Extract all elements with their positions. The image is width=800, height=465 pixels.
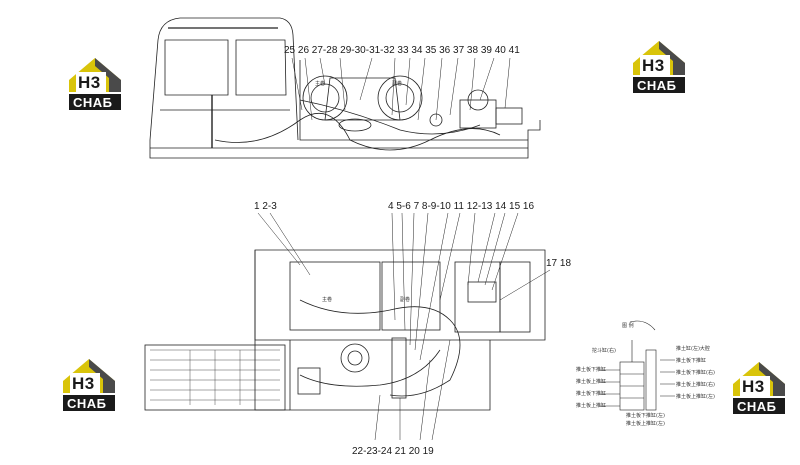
main-frame xyxy=(149,120,541,159)
detail-left-label-3: 推土板下推缸 xyxy=(576,391,607,397)
detail-right-label-4: 推土板上推缸(左) xyxy=(676,394,715,400)
deck-line xyxy=(299,60,528,141)
logo-caption: СНАБ xyxy=(73,95,113,110)
detail-right-label-3: 推土板上推缸(右) xyxy=(676,382,715,388)
engine-plan xyxy=(454,261,501,333)
detail-right-label-5: 推土板下推缸(左) xyxy=(626,413,665,419)
tank-right xyxy=(381,261,441,331)
hose-run-plan-2 xyxy=(299,349,441,387)
logo-mark-icon xyxy=(63,359,115,411)
slew-ring xyxy=(340,343,370,373)
slew-ring-inner xyxy=(347,350,363,366)
detail-right-label-0: 推土缸(左)大腔 xyxy=(676,346,710,352)
callout-plan-bottom: 22-23-24 21 20 19 xyxy=(352,446,434,457)
cab-window-left xyxy=(164,39,229,96)
logo-mark-icon xyxy=(733,362,785,414)
engine-block xyxy=(459,99,497,129)
detail-right-label-2: 推土板下推缸(右) xyxy=(676,370,715,376)
logo-top-right: H3 СНАБ xyxy=(628,35,690,97)
callout-plan-left: 1 2-3 xyxy=(254,201,277,212)
detail-right-label-6: 推土板上推缸(左) xyxy=(626,421,665,427)
cab-plan xyxy=(144,344,286,411)
hose-run-side-2 xyxy=(299,99,481,135)
tank-mark-left: 主卷 xyxy=(322,297,333,303)
detail-left-label-4: 推土板上推缸 xyxy=(576,403,607,409)
logo-letters: H3 xyxy=(742,377,765,396)
detail-diagram xyxy=(600,320,675,411)
detail-curve xyxy=(629,320,656,331)
pump-housing xyxy=(467,89,489,111)
cab-outline xyxy=(149,17,299,141)
detail-left-label-2: 推土板上推缸 xyxy=(576,379,607,385)
pulley xyxy=(429,113,443,127)
tank-left xyxy=(289,261,381,331)
valve-block xyxy=(391,337,407,399)
logo-top-left: H3 СНАБ xyxy=(64,52,126,114)
detail-manifold xyxy=(645,349,657,411)
logo-letters: H3 xyxy=(78,73,101,92)
lower-frame xyxy=(289,340,491,411)
pump-plan xyxy=(467,281,497,303)
detail-right-label-1: 推土板下推缸 xyxy=(676,358,707,364)
tank-mark-right: 副卷 xyxy=(400,297,411,303)
control-block xyxy=(297,367,321,395)
tank xyxy=(495,107,523,125)
drum-base xyxy=(338,118,372,132)
logo-bottom-left: H3 СНАБ xyxy=(58,353,120,415)
side-elevation xyxy=(149,17,541,159)
logo-letters: H3 xyxy=(72,374,95,393)
cab-plan-grid-v xyxy=(189,350,241,405)
callout-plan-right: 17 18 xyxy=(546,258,572,269)
logo-caption: СНАБ xyxy=(737,399,777,414)
hose-run-side xyxy=(214,112,501,151)
drum-frame xyxy=(324,77,401,121)
logo-letters: H3 xyxy=(642,56,665,75)
plan-view xyxy=(144,249,546,411)
winch-drum-aux-inner xyxy=(385,83,415,113)
logo-bottom-right: H3 СНАБ xyxy=(728,356,790,418)
logo-caption: СНАБ xyxy=(637,78,677,93)
cab-window-right xyxy=(235,39,287,96)
detail-left-label-0: 挖斗缸(右) xyxy=(592,348,616,354)
callout-row-top: 25 26 27-28 29-30-31-32 33 34 35 36 37 3… xyxy=(284,45,520,56)
logo-mark-icon xyxy=(633,41,685,93)
detail-legend-title: 图 例 xyxy=(622,323,634,329)
counterweight-plan xyxy=(499,261,531,333)
logo-caption: СНАБ xyxy=(67,396,107,411)
top-leader-lines xyxy=(291,57,511,121)
hose-run-plan xyxy=(299,299,461,397)
detail-left-label-1: 推土板下推缸 xyxy=(576,367,607,373)
plan-leader-lines xyxy=(257,212,551,441)
callout-plan-middle: 4 5-6 7 8-9-10 11 12-13 14 15 16 xyxy=(388,201,535,212)
drum-mark-main: 主卷 xyxy=(315,81,326,87)
drum-mark-aux: 副卷 xyxy=(392,81,403,87)
logo-mark-icon xyxy=(69,58,121,110)
